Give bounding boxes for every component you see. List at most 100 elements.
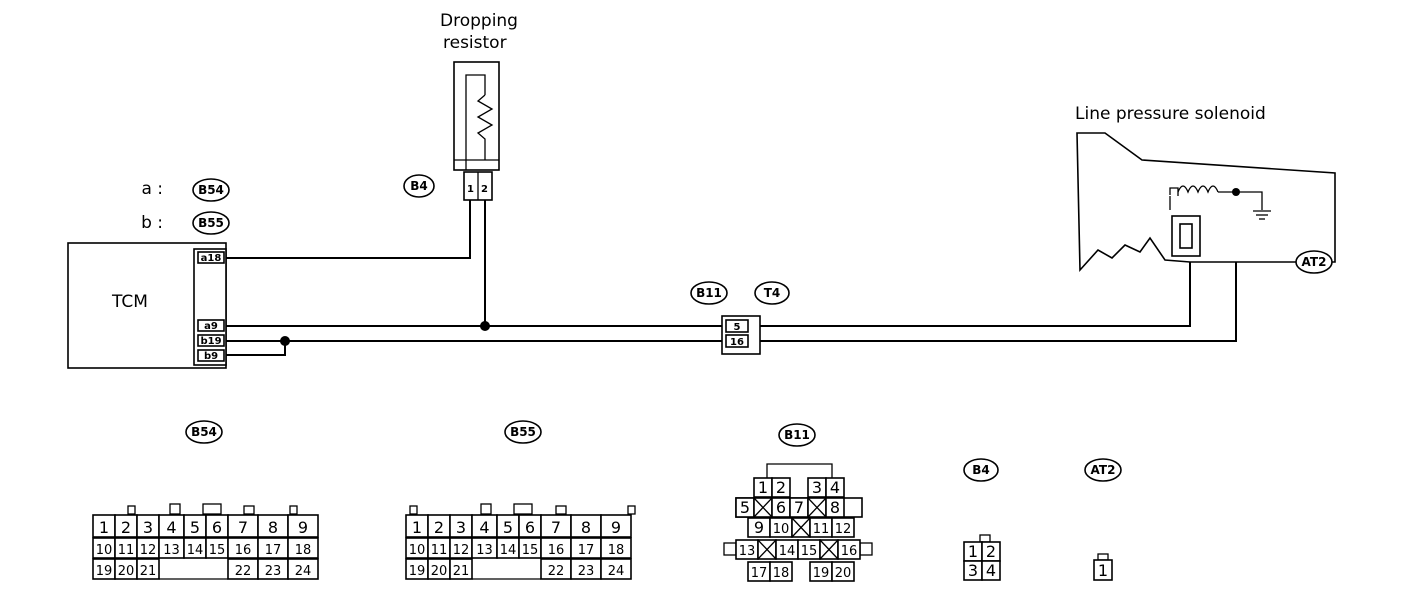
pin-number: 9 <box>298 518 308 537</box>
pin-number: 24 <box>608 564 625 579</box>
pin-number: 1 <box>758 478 768 497</box>
svg-text:B55: B55 <box>198 216 224 230</box>
pin-number: 20 <box>118 564 135 579</box>
pin-number: 16 <box>841 544 858 559</box>
tcm-module: a : B54 b : B55 TCM a18 a9 b19 b9 <box>67 178 230 369</box>
pin-cell <box>771 477 791 498</box>
pin-number: 4 <box>830 478 840 497</box>
pin-number: 13 <box>163 543 180 558</box>
pin-number: 22 <box>235 564 252 579</box>
tcm-label: TCM <box>111 292 148 312</box>
pin-number: 12 <box>453 543 470 558</box>
wire-b9 <box>226 341 286 356</box>
pin-cell <box>981 560 1001 581</box>
pin-number: 8 <box>830 498 840 517</box>
pin-cell <box>825 477 845 498</box>
pin-number: 11 <box>118 543 135 558</box>
pin-number: 7 <box>794 498 804 517</box>
pin-cell <box>600 558 632 580</box>
pin-number: 3 <box>812 478 822 497</box>
pin-number: 2 <box>776 478 786 497</box>
pin-cell <box>831 517 855 538</box>
pin-number: 19 <box>96 564 113 579</box>
svg-text:B11: B11 <box>784 428 810 442</box>
tcm-pin-a9: a9 <box>204 321 218 332</box>
tcm-pin-b9: b9 <box>204 351 218 362</box>
pin-number: 24 <box>295 564 312 579</box>
pin-number: 12 <box>835 522 852 537</box>
pin-number: 12 <box>140 543 157 558</box>
pin-number: 19 <box>409 564 426 579</box>
pin-number: 6 <box>776 498 786 517</box>
pin-number: 5 <box>740 498 750 517</box>
pin-number: 11 <box>813 522 830 537</box>
pin-number: 13 <box>739 544 756 559</box>
pin-number: 11 <box>431 543 448 558</box>
pin-cell <box>600 514 632 538</box>
pin-number: 17 <box>265 543 282 558</box>
oval-t4 <box>754 281 790 305</box>
pin-number: 7 <box>238 518 248 537</box>
pin-number: 2 <box>986 542 996 561</box>
wires <box>226 195 1237 356</box>
svg-text:B55: B55 <box>510 425 536 439</box>
pin-number: 14 <box>187 543 204 558</box>
svg-text:B54: B54 <box>191 425 217 439</box>
solenoid-coil <box>1177 185 1219 194</box>
splice-a9 <box>480 321 490 331</box>
svg-text:B4: B4 <box>972 463 990 477</box>
oval-at2 <box>1295 250 1333 274</box>
resistor-label-line1: Dropping <box>440 11 518 31</box>
pin-number: 4 <box>166 518 176 537</box>
svg-text:T4: T4 <box>764 286 781 300</box>
pin-number: 4 <box>479 518 489 537</box>
pin-number: 1 <box>412 518 422 537</box>
pin-number: 14 <box>500 543 517 558</box>
pin-number: 23 <box>578 564 595 579</box>
line-pressure-solenoid: Line pressure solenoid AT2 <box>1075 104 1336 274</box>
transmission-outline <box>1076 132 1336 273</box>
b4-pin-1: 1 <box>467 184 474 195</box>
pin-number: 18 <box>608 543 625 558</box>
pin-number: 22 <box>548 564 565 579</box>
svg-text:B11: B11 <box>696 286 722 300</box>
pin-cell <box>449 558 473 580</box>
pin-number: 13 <box>476 543 493 558</box>
tcm-connector <box>193 248 227 366</box>
pin-number: 14 <box>779 544 796 559</box>
pin-number: 23 <box>265 564 282 579</box>
solenoid-connector <box>1171 215 1201 257</box>
b11-pin-5: 5 <box>734 322 741 333</box>
pin-cell <box>136 558 160 580</box>
pin-cell <box>769 561 793 582</box>
pin-number: 9 <box>754 518 764 537</box>
pin-number: 19 <box>813 566 830 581</box>
pin-number: 1 <box>99 518 109 537</box>
wire-5-solenoid <box>760 255 1191 327</box>
pin-cell <box>287 558 319 580</box>
svg-text:AT2: AT2 <box>1302 255 1327 269</box>
pin-number: 10 <box>96 543 113 558</box>
resistor-lead <box>465 74 486 170</box>
resistor-zigzag <box>476 94 494 160</box>
b11-pin-16: 16 <box>730 337 744 348</box>
pin-number: 3 <box>456 518 466 537</box>
pin-number: 16 <box>548 543 565 558</box>
prefix-b: b : <box>141 213 163 233</box>
dropping-resistor: Dropping resistor 1 2 <box>440 11 518 201</box>
pin-number: 1 <box>1098 561 1108 580</box>
pin-number: 15 <box>522 543 539 558</box>
prefix-a: a : <box>141 179 163 199</box>
pin-number: 6 <box>525 518 535 537</box>
pin-cell <box>287 514 319 538</box>
pin-number: 8 <box>581 518 591 537</box>
pin-number: 17 <box>578 543 595 558</box>
pin-number: 8 <box>268 518 278 537</box>
pin-cell <box>825 497 845 518</box>
wire-a18-b4-1 <box>226 200 471 259</box>
tcm-pin-a18: a18 <box>201 253 222 264</box>
resistor-body <box>453 61 500 171</box>
